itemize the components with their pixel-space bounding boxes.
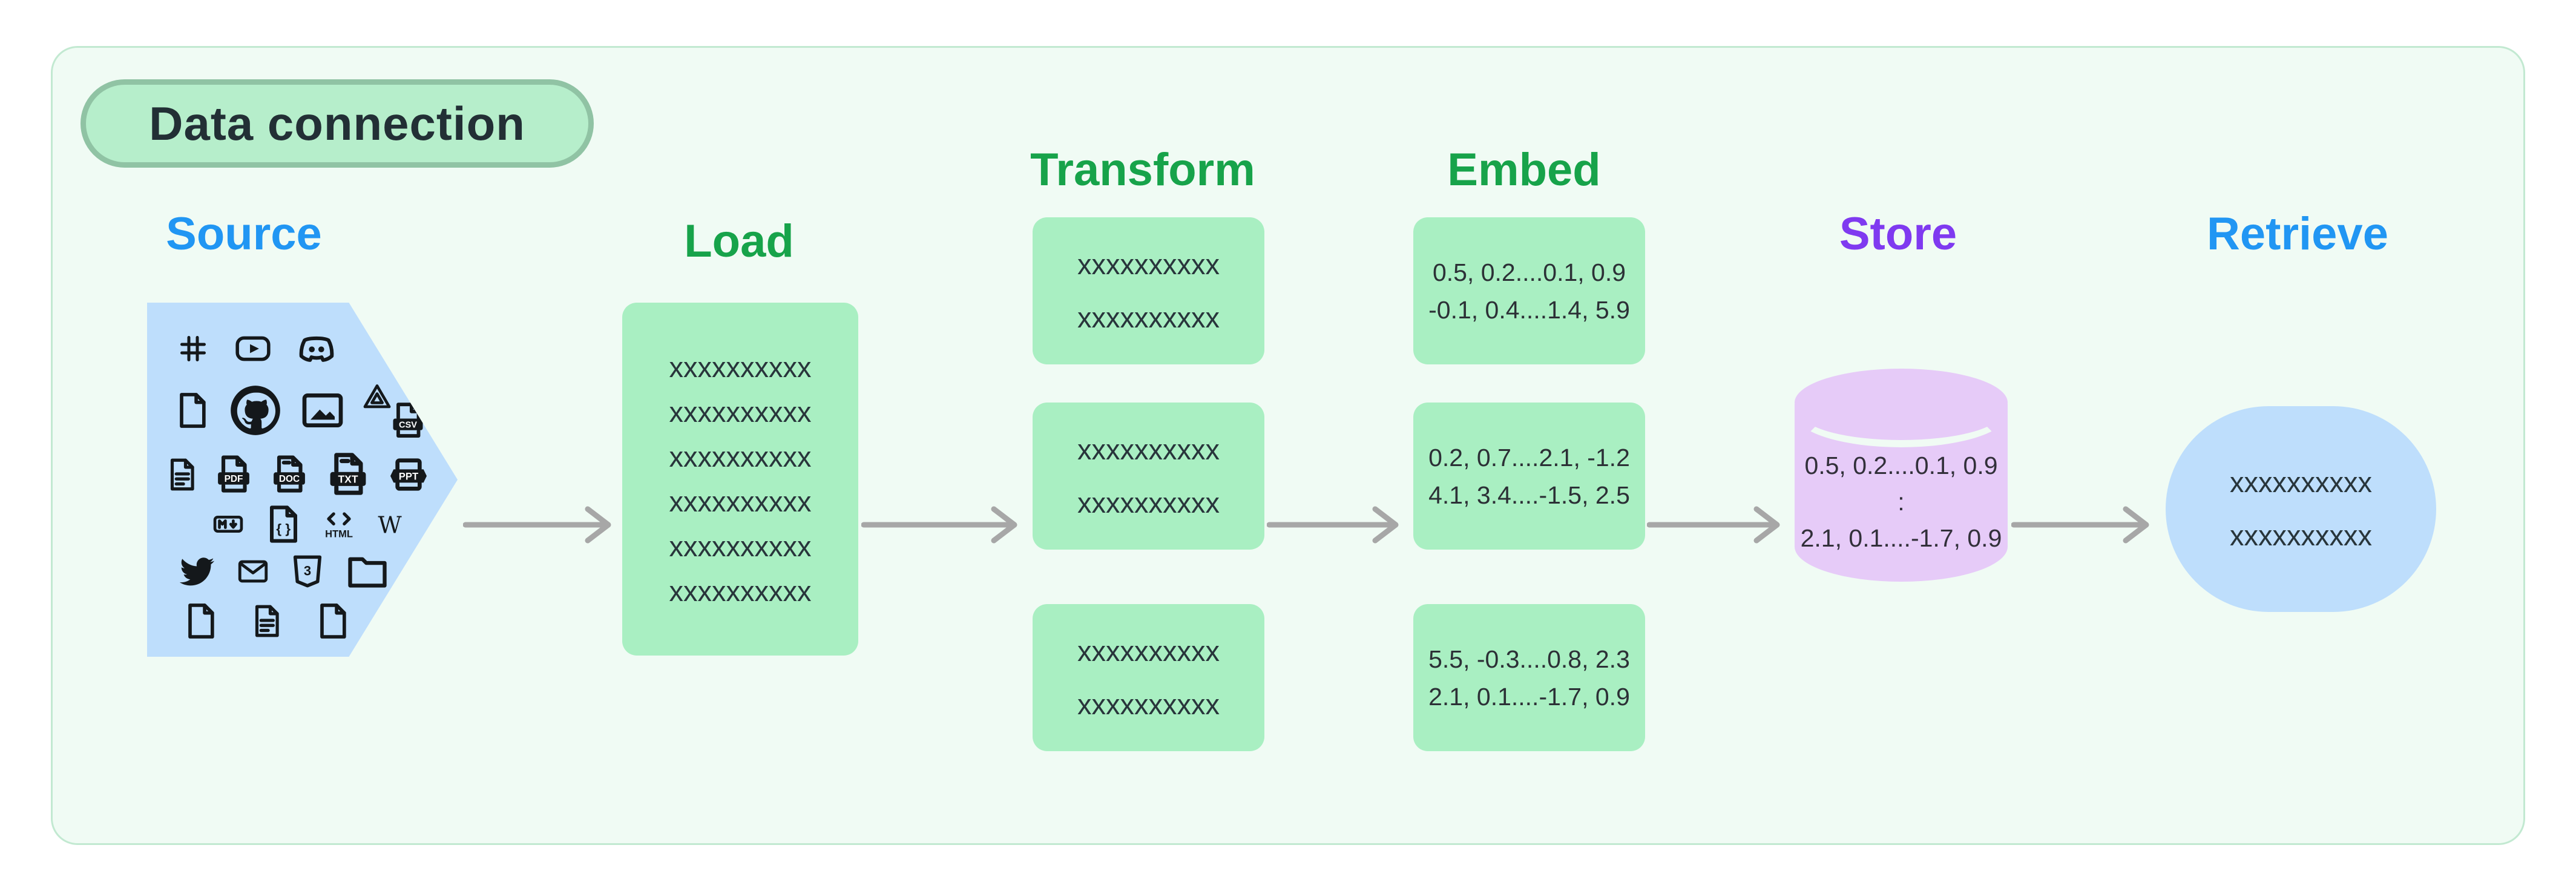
folder-icon [344,548,390,594]
title-badge: Data connection [80,79,594,168]
email-icon [235,554,271,589]
source-icon-row: { } HTML W [157,502,458,546]
pipeline-card: Data connection Source Load Transform Em… [51,46,2525,845]
text-line: 4.1, 3.4....-1.5, 2.5 [1428,481,1630,509]
text-line: 0.5, 0.2....0.1, 0.9 [1804,452,1998,479]
file-icon [180,600,221,642]
transform-box-1: xxxxxxxxxx xxxxxxxxxx [1033,217,1264,364]
text-line: xxxxxxxxxx [2230,466,2372,498]
file-icon [171,390,212,431]
retrieve-box: xxxxxxxxxx xxxxxxxxxx [2166,406,2436,612]
csv-icon: CSV [393,379,429,442]
text-line: 2.1, 0.1....-1.7, 0.9 [1800,524,2002,552]
text-line: xxxxxxxxxx [669,440,812,473]
github-icon [226,381,285,440]
slack-icon [175,330,211,367]
transform-box-3: xxxxxxxxxx xxxxxxxxxx [1033,604,1264,751]
svg-text:W: W [378,512,402,539]
file-icon [312,600,353,642]
embed-box-1: 0.5, 0.2....0.1, 0.9 -0.1, 0.4....1.4, 5.… [1413,217,1645,364]
text-line: xxxxxxxxxx [669,530,812,562]
discord-icon [295,327,338,370]
svg-text:HTML: HTML [325,528,353,540]
text-line: xxxxxxxxxx [1077,486,1220,519]
ppt-icon: PPT [384,450,433,499]
twitter-icon [176,550,218,593]
text-line: xxxxxxxxxx [1077,248,1220,280]
svg-text:PPT: PPT [399,470,418,482]
wikipedia-icon: W [373,508,406,541]
transform-box-2: xxxxxxxxxx xxxxxxxxxx [1033,403,1264,550]
txt-icon: TXT [323,449,373,500]
heading-transform: Transform [1030,144,1255,196]
source-icon-row: 3 [157,548,458,594]
heading-source: Source [166,208,322,260]
store-database-cylinder: 0.5, 0.2....0.1, 0.9: 2.1, 0.1....-1.7, 0… [1795,369,2008,582]
file-text-icon [163,456,200,493]
source-icons: CSV PDF DOC TXT PPT { } HTML W 3 [147,303,458,657]
svg-text:3: 3 [304,564,311,579]
text-line: xxxxxxxxxx [669,350,812,383]
source-shape: CSV PDF DOC TXT PPT { } HTML W 3 [147,303,458,657]
source-icon-row: PDF DOC TXT PPT [157,449,458,500]
text-line: xxxxxxxxxx [1077,301,1220,334]
heading-retrieve: Retrieve [2207,208,2388,260]
svg-text:TXT: TXT [338,473,358,485]
svg-text:{ }: { } [276,521,291,536]
google-drive-icon [360,384,394,415]
heading-load: Load [684,215,794,267]
svg-text:DOC: DOC [279,474,300,484]
svg-text:PDF: PDF [225,474,243,484]
code-file-icon: { } [261,502,304,546]
text-line: -0.1, 0.4....1.4, 5.9 [1428,295,1630,324]
text-line: xxxxxxxxxx [669,574,812,607]
arrow-store-to-retrieve [2011,506,2149,544]
text-line: xxxxxxxxxx [1077,634,1220,667]
markdown-icon [211,507,245,541]
text-line: : [1898,488,1905,516]
pdf-icon: PDF [211,452,256,497]
youtube-icon [233,329,273,369]
text-line: 5.5, -0.3....0.8, 2.3 [1428,645,1630,673]
html-icon: HTML [320,505,358,543]
embed-box-3: 5.5, -0.3....0.8, 2.3 2.1, 0.1....-1.7, 0… [1413,604,1645,751]
title-badge-label: Data connection [149,96,525,150]
heading-embed: Embed [1447,144,1601,196]
arrow-transform-to-embed [1267,506,1399,544]
text-line: 2.1, 0.1....-1.7, 0.9 [1428,682,1630,711]
text-line: xxxxxxxxxx [1077,433,1220,465]
svg-text:CSV: CSV [399,420,417,430]
text-line: xxxxxxxxxx [2230,519,2372,551]
heading-store: Store [1839,208,1957,260]
arrow-source-to-load [463,506,611,544]
doc-icon: DOC [267,452,312,497]
file-text-icon [248,602,285,640]
text-line: xxxxxxxxxx [669,395,812,428]
arrow-load-to-transform [861,506,1017,544]
source-icon-row [157,600,458,642]
text-line: xxxxxxxxxx [669,485,812,518]
arrow-embed-to-store [1647,506,1780,544]
embed-box-2: 0.2, 0.7....2.1, -1.2 4.1, 3.4....-1.5, 2… [1413,403,1645,550]
load-box: xxxxxxxxxx xxxxxxxxxx xxxxxxxxxx xxxxxxxxxx… [622,303,858,656]
text-line: 0.2, 0.7....2.1, -1.2 [1428,443,1630,472]
cylinder-top [1795,369,2008,436]
store-values: 0.5, 0.2....0.1, 0.9: 2.1, 0.1....-1.7, 0… [1795,369,2008,582]
image-icon [298,386,347,435]
source-icon-row: CSV [157,379,458,442]
text-line: xxxxxxxxxx [1077,688,1220,720]
source-icon-row [157,327,458,370]
css3-icon: 3 [288,551,327,591]
text-line: 0.5, 0.2....0.1, 0.9 [1432,258,1626,286]
